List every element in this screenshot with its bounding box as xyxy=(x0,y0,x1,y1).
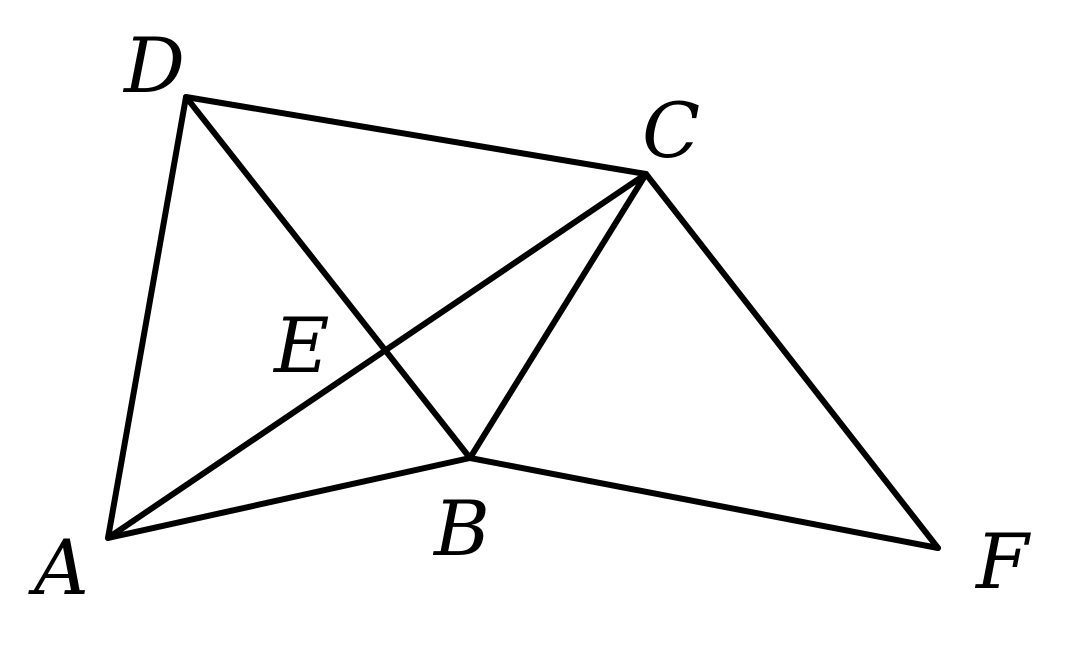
point-label-E: E xyxy=(272,301,329,390)
point-label-D: D xyxy=(122,21,185,110)
segment-AB xyxy=(105,455,473,541)
point-label-B: B xyxy=(432,484,490,573)
segment-DA xyxy=(105,94,189,541)
segment-BC xyxy=(467,171,649,461)
segment-DB xyxy=(183,94,473,461)
segment-AC xyxy=(105,171,649,541)
segment-CF xyxy=(643,171,941,551)
segment-BF xyxy=(467,455,941,551)
point-label-C: C xyxy=(642,86,700,175)
segment-DC xyxy=(183,94,649,177)
point-label-F: F xyxy=(974,517,1031,606)
point-label-A: A xyxy=(28,523,89,612)
segments-group xyxy=(105,94,941,551)
